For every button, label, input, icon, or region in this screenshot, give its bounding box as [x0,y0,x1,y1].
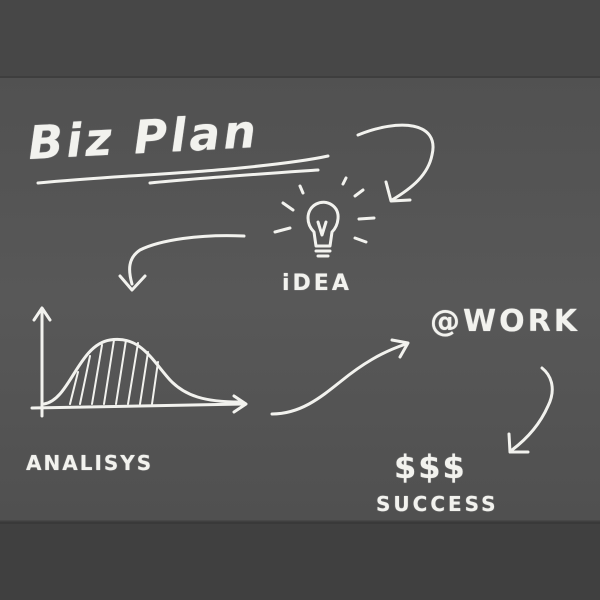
arrow-to-idea-head [384,180,412,203]
arrow-to-money-head [507,432,530,454]
arrow-to-analysis [128,234,246,286]
arrow-to-analysis-head [118,274,147,292]
success-label: SUCCESS [376,492,499,516]
lightbulb-icon [273,176,376,258]
idea-label: iDEA [282,271,352,296]
analysis-label: ANALISYS [26,451,154,475]
arrow-to-idea [356,123,435,202]
title-underline-second [148,168,320,185]
arrow-to-work-head [390,338,410,359]
arrow-to-money [510,366,554,452]
bell-curve-chart [30,306,248,418]
work-label: @WORK [430,304,580,339]
arrow-to-work [270,342,408,416]
title-underline [36,154,330,185]
money-label: $$$ [394,448,467,486]
